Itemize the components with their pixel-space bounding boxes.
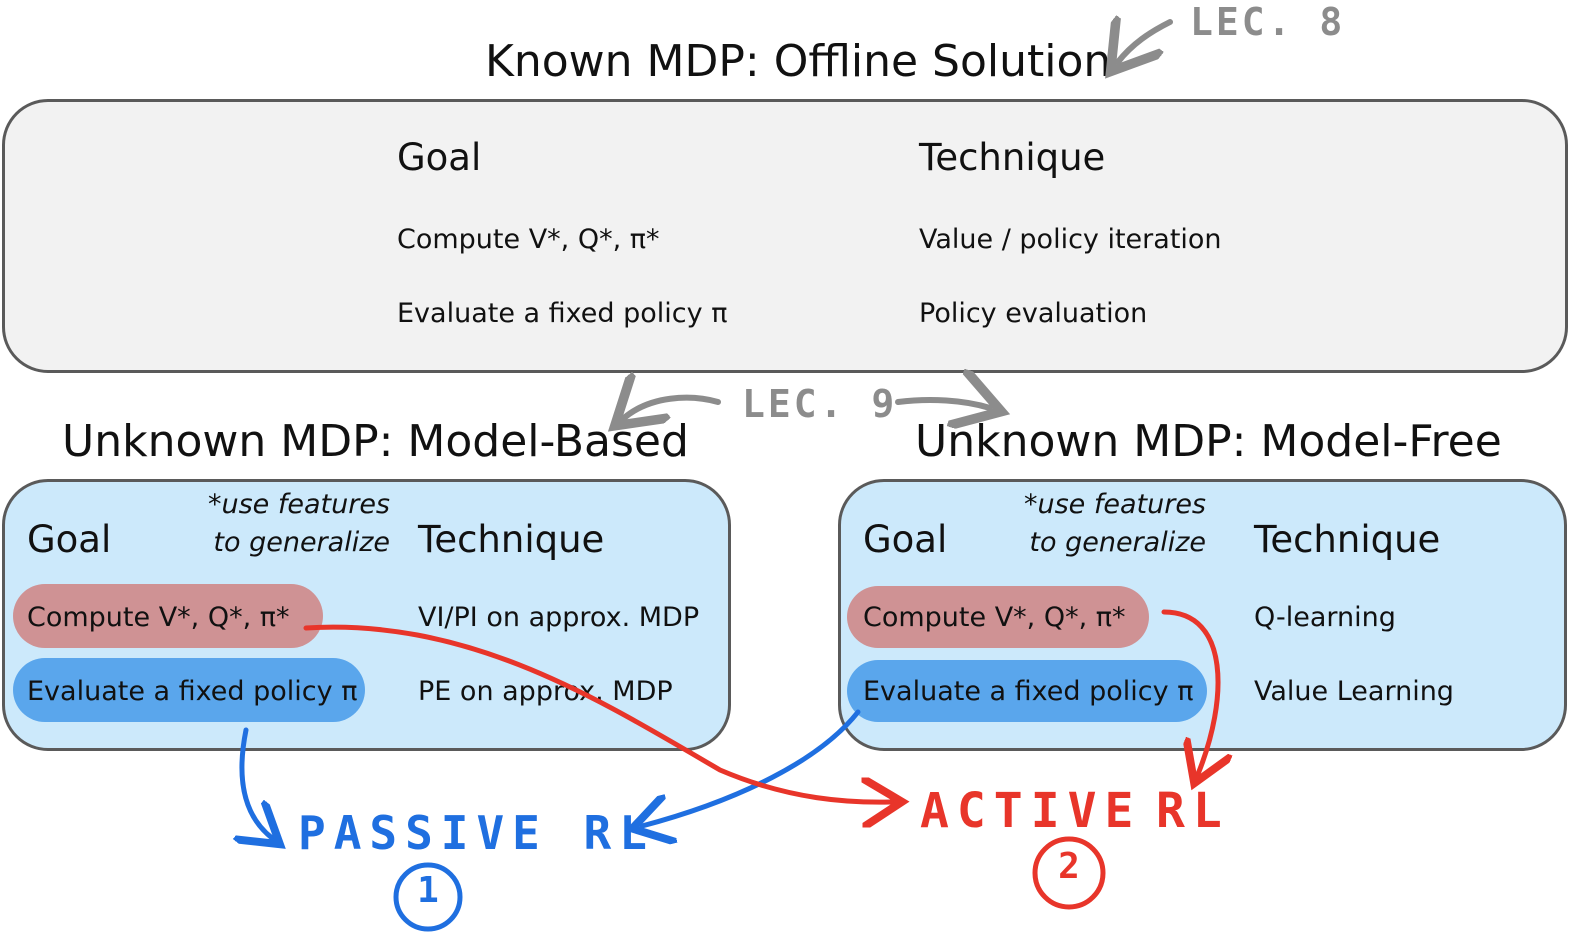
model-free-box: Goal *use features to generalize Techniq… <box>838 479 1567 751</box>
known-goal-evaluate: Evaluate a fixed policy π <box>397 298 728 329</box>
evaluate-blue-highlight <box>13 658 365 722</box>
model-based-goal-compute: Compute V*, Q*, π* <box>27 602 290 633</box>
note-line-2: to generalize <box>1029 527 1206 558</box>
model-free-technique-header: Technique <box>1254 518 1441 561</box>
model-free-goal-compute: Compute V*, Q*, π* <box>863 602 1126 633</box>
note-line-2: to generalize <box>213 527 390 558</box>
compute-red-highlight <box>13 584 323 648</box>
active-number-circle <box>1032 836 1106 910</box>
passive-number: 1 <box>417 870 439 911</box>
known-goal-compute: Compute V*, Q*, π* <box>397 224 660 255</box>
model-free-goal-evaluate: Evaluate a fixed policy π <box>863 676 1194 707</box>
lec8-label: LEC. 8 <box>1190 0 1346 44</box>
model-based-technique-header: Technique <box>418 518 605 561</box>
known-technique-pe: Policy evaluation <box>919 298 1148 329</box>
passive-arrow-from-model-based <box>242 727 272 838</box>
compute-red-highlight <box>847 586 1149 648</box>
lec9-right-arrow <box>895 400 990 408</box>
model-free-features-note: *use features to generalize <box>1021 486 1206 562</box>
model-based-box: Goal *use features to generalize Techniq… <box>2 479 731 751</box>
model-based-goal-evaluate: Evaluate a fixed policy π <box>27 676 358 707</box>
lec9-label: LEC. 9 <box>742 382 898 426</box>
model-based-technique-vi-pi: VI/PI on approx. MDP <box>418 602 700 633</box>
active-arrow-from-model-free <box>1161 609 1218 774</box>
model-based-technique-pe: PE on approx. MDP <box>418 676 673 707</box>
model-free-technique-value-learning: Value Learning <box>1254 676 1454 707</box>
note-line-1: *use features <box>207 489 390 520</box>
lec8-arrow <box>1118 22 1173 62</box>
evaluate-blue-highlight <box>847 660 1207 722</box>
lec9-left-arrow <box>624 398 721 418</box>
active-label: ACTIVE <box>920 783 1142 839</box>
passive-arrow-from-model-free <box>642 709 861 826</box>
model-free-technique-q-learning: Q-learning <box>1254 602 1396 633</box>
active-arrow-from-model-based <box>303 624 892 802</box>
passive-rl-label: PASSIVE RL <box>298 806 655 860</box>
known-goal-header: Goal <box>397 136 482 179</box>
model-based-features-note: *use features to generalize <box>205 486 390 562</box>
model-free-goal-header: Goal <box>863 518 948 561</box>
known-mdp-title: Known MDP: Offline Solution <box>485 36 1112 87</box>
passive-number-circle <box>393 862 463 932</box>
active-rl-suffix: RL <box>1156 783 1230 839</box>
known-mdp-box: Goal Technique Compute V*, Q*, π* Value … <box>2 99 1568 373</box>
model-free-title: Unknown MDP: Model-Free <box>915 416 1502 467</box>
active-number: 2 <box>1058 846 1080 887</box>
model-based-goal-header: Goal <box>27 518 112 561</box>
known-technique-vi-pi: Value / policy iteration <box>919 224 1222 255</box>
note-line-1: *use features <box>1023 489 1206 520</box>
known-technique-header: Technique <box>919 136 1106 179</box>
model-based-title: Unknown MDP: Model-Based <box>62 416 689 467</box>
